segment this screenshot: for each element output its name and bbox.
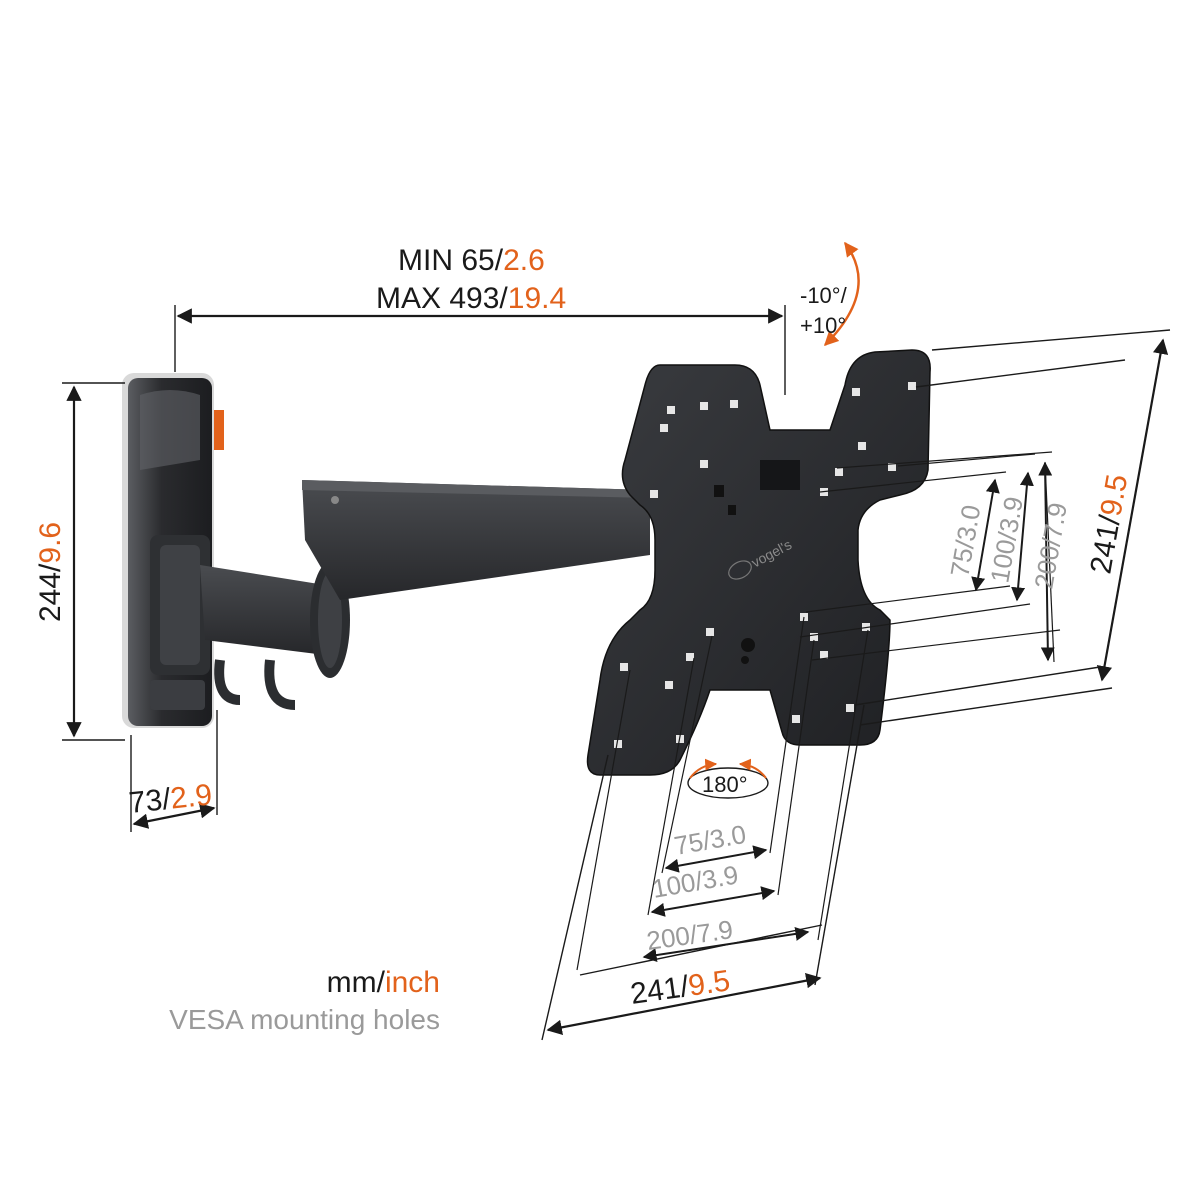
mount-arm: [150, 480, 650, 710]
vesa-horizontal-75: 75/3.0: [672, 819, 748, 861]
tilt-arrow-icon: [823, 241, 860, 347]
labels: MIN 65/2.6 MAX 493/19.4 -10°/ +10° 244/9…: [34, 244, 1134, 1011]
plate-height-label: 241/9.5: [1084, 472, 1134, 576]
rotation-label: 180°: [702, 772, 748, 797]
vesa-horizontal-100: 100/3.9: [650, 859, 741, 904]
vesa-dimension-lines: [576, 451, 1061, 971]
orange-tab: [214, 410, 224, 450]
wall-width-label: 73/2.9: [127, 778, 213, 820]
vesa-vertical-200: 200/7.9: [1028, 500, 1073, 591]
tilt-minus-label: -10°/: [800, 283, 848, 308]
vesa-vertical-100: 100/3.9: [984, 494, 1029, 585]
wall-height-label: 244/9.6: [34, 522, 67, 622]
vesa-vertical-75: 75/3.0: [944, 503, 986, 579]
rotation-arrow-icon: [687, 758, 769, 799]
depth-min-label: MIN 65/2.6: [398, 244, 545, 277]
legend-mm: mm/: [326, 966, 385, 999]
depth-max-label: MAX 493/19.4: [376, 282, 566, 315]
tilt-plus-label: +10°: [800, 313, 846, 338]
legend-vesa: VESA mounting holes: [169, 1004, 440, 1035]
tv-plate: vogel's: [586, 349, 931, 776]
legend-inch: inch: [384, 966, 440, 999]
plate-width-label: 241/9.5: [628, 964, 732, 1011]
legend-units: mm/inch: [327, 966, 440, 1000]
vesa-horizontal-200: 200/7.9: [645, 914, 735, 956]
